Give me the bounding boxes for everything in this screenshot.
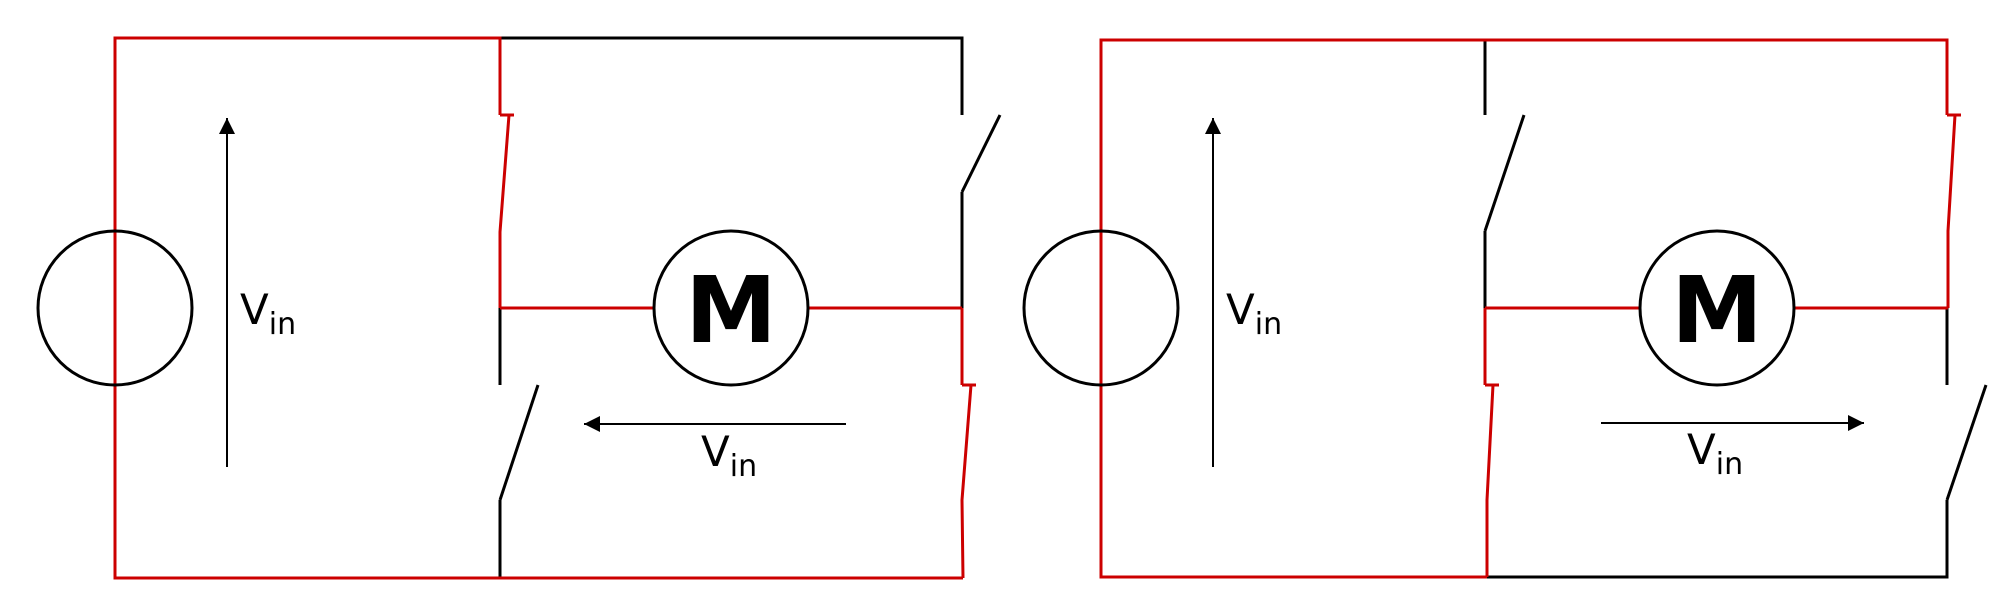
switch-bottom-left-open [498, 384, 540, 501]
source-voltage-symbol: V [1226, 285, 1255, 334]
source-voltage-subscript: in [1255, 307, 1282, 342]
source-voltage-subscript: in [269, 307, 296, 342]
switch-bottom-right-open [1945, 384, 1988, 501]
h-bridge-left: M Vin Vin [36, 36, 1002, 580]
active-current-path [113, 36, 976, 580]
motor-voltage-symbol: V [701, 427, 730, 476]
source-bottom-wire [1099, 384, 1487, 579]
inactive-wires [498, 36, 964, 578]
bottom-rail-right [1486, 500, 1949, 579]
switch-top-right-closed [1946, 114, 1957, 308]
voltage-source-circle [36, 229, 194, 387]
motor-voltage-subscript: in [730, 449, 757, 484]
motor-circle [1638, 229, 1796, 387]
voltage-source-circle [1022, 229, 1180, 387]
top-rail-right [500, 36, 964, 115]
source-voltage-symbol: V [240, 285, 269, 334]
bottom-rail [113, 385, 963, 580]
source-voltage-label: Vin [240, 285, 296, 342]
top-rail [1099, 38, 1949, 231]
motor-label: M [685, 257, 777, 364]
switch-top-left-open [1483, 114, 1526, 232]
motor-circle [652, 229, 810, 387]
active-current-path [1099, 38, 1961, 579]
motor-voltage-label: Vin [1687, 425, 1743, 482]
h-bridge-right: M Vin Vin [1022, 38, 1988, 579]
switch-top-left-closed [498, 114, 511, 308]
switch-bottom-left-closed [1485, 384, 1495, 577]
source-top-wire [113, 36, 502, 232]
switch-top-right-open [960, 114, 1002, 193]
motor-voltage-subscript: in [1716, 447, 1743, 482]
source-voltage-label: Vin [1226, 285, 1282, 342]
motor-voltage-symbol: V [1687, 425, 1716, 474]
inactive-wires [1483, 40, 1949, 579]
switch-bottom-right-closed [960, 384, 973, 579]
motor-voltage-label: Vin [701, 427, 757, 484]
motor-label: M [1671, 257, 1763, 364]
